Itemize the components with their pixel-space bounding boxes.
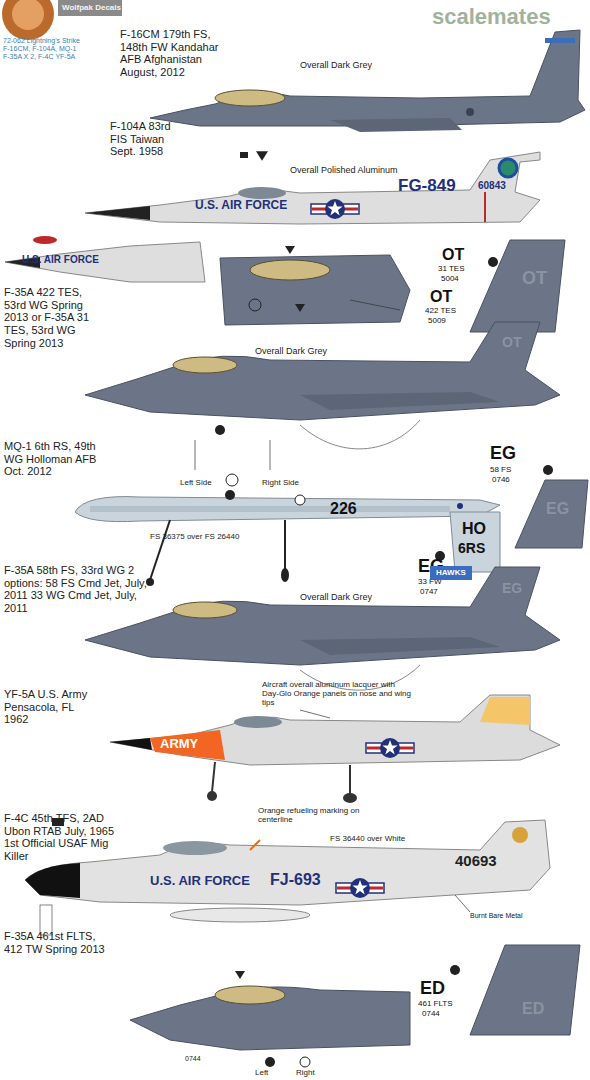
tail-code: EG <box>490 443 516 464</box>
logo <box>2 0 122 40</box>
sheet-title: 72-062 Lightning's Strike F-16CM, F-104A… <box>3 37 83 61</box>
scheme-caption: F-35A 422 TES, 53rd WG Spring 2013 or F-… <box>4 286 99 349</box>
buzz-number: FG-849 <box>398 176 456 196</box>
scheme-caption: MQ-1 6th RS, 49th WG Holloman AFB Oct. 2… <box>4 440 114 478</box>
tail-code: EG <box>546 500 569 518</box>
color-note: Overall Polished Aluminum <box>290 165 398 175</box>
buzz-number: FJ-693 <box>270 871 321 889</box>
color-note: Aircraft overall aluminum lacquer with D… <box>262 680 412 708</box>
f104-profile <box>85 151 540 224</box>
f35-profile <box>85 322 560 486</box>
badge-text: HAWKS <box>436 568 466 578</box>
fuselage-marking: U.S. AIR FORCE <box>195 199 287 213</box>
logo-text: Wolfpak Decals <box>62 3 121 12</box>
serial-number: 5009 <box>428 316 446 325</box>
yf5a-profile <box>110 695 560 803</box>
tail-code: OT <box>502 334 521 350</box>
unit-marking: 461 FLTS <box>418 999 453 1008</box>
color-note: Overall Dark Grey <box>300 592 372 602</box>
fuselage-marking: U.S. AIR FORCE <box>22 254 99 266</box>
tail-code: OT <box>522 268 547 289</box>
color-note: Overall Dark Grey <box>255 346 327 356</box>
f35-nose-detail <box>220 246 410 325</box>
mq1-fin-detail <box>515 465 588 548</box>
squadron-badge: HAWKS <box>430 566 472 580</box>
tail-code: EG <box>502 580 522 596</box>
fuselage-marking: U.S. AIR FORCE <box>150 874 250 889</box>
serial-number: 40693 <box>455 852 497 869</box>
scheme-caption: YF-5A U.S. Army Pensacola, FL 1962 <box>4 688 94 726</box>
f35-fin-detail <box>450 945 580 1035</box>
unit-marking: 422 TES <box>425 306 456 315</box>
f35-fin-detail <box>470 240 565 332</box>
side-note: Right <box>296 1068 315 1077</box>
serial-number: 0744 <box>185 1055 201 1063</box>
tail-code: OT <box>442 246 464 264</box>
unit-marking: 58 FS <box>490 465 511 474</box>
serial-number: 0747 <box>420 587 438 596</box>
side-note: Left <box>255 1068 268 1077</box>
watermark: scalemates <box>432 4 551 29</box>
side-note: Right Side <box>262 478 299 487</box>
serial-number: 0746 <box>492 475 510 484</box>
scheme-caption: F-35A 58th FS, 33rd WG 2 options: 58 FS … <box>4 564 154 615</box>
scheme-caption: F-35A 461st FLTS, 412 TW Spring 2013 <box>4 930 114 955</box>
tail-code: ED <box>522 1000 544 1018</box>
f104-nose-detail <box>5 236 205 282</box>
unit-marking: 31 TES <box>438 264 465 273</box>
tail-code: OT <box>430 288 452 306</box>
serial-number: 60843 <box>478 180 506 192</box>
scheme-caption: F-104A 83rd FIS Taiwan Sept. 1958 <box>110 120 185 158</box>
f35-nose-profile <box>130 971 410 1067</box>
scheme-caption: F-4C 45th TFS, 2AD Ubon RTAB July, 1965 … <box>4 812 116 863</box>
color-note: FS 36440 over White <box>330 834 405 843</box>
color-note: FS 36375 over FS 26440 <box>150 532 239 541</box>
mq1-profile <box>75 490 500 586</box>
color-note: Orange refueling marking on centerline <box>258 806 363 824</box>
color-note: Overall Dark Grey <box>300 60 372 70</box>
unit-marking: 6RS <box>458 540 485 556</box>
tail-code: HO <box>462 520 486 538</box>
serial-number: 226 <box>330 500 357 518</box>
tail-code: ED <box>420 978 445 999</box>
side-note: Left Side <box>180 478 212 487</box>
f35-profile <box>85 551 560 690</box>
color-note: Burnt Bare Metal <box>470 912 523 920</box>
fuselage-marking: ARMY <box>160 737 198 752</box>
scheme-caption: F-16CM 179th FS, 148th FW Kandahar AFB A… <box>120 28 235 79</box>
serial-number: 5004 <box>441 274 459 283</box>
serial-number: 0744 <box>422 1009 440 1018</box>
